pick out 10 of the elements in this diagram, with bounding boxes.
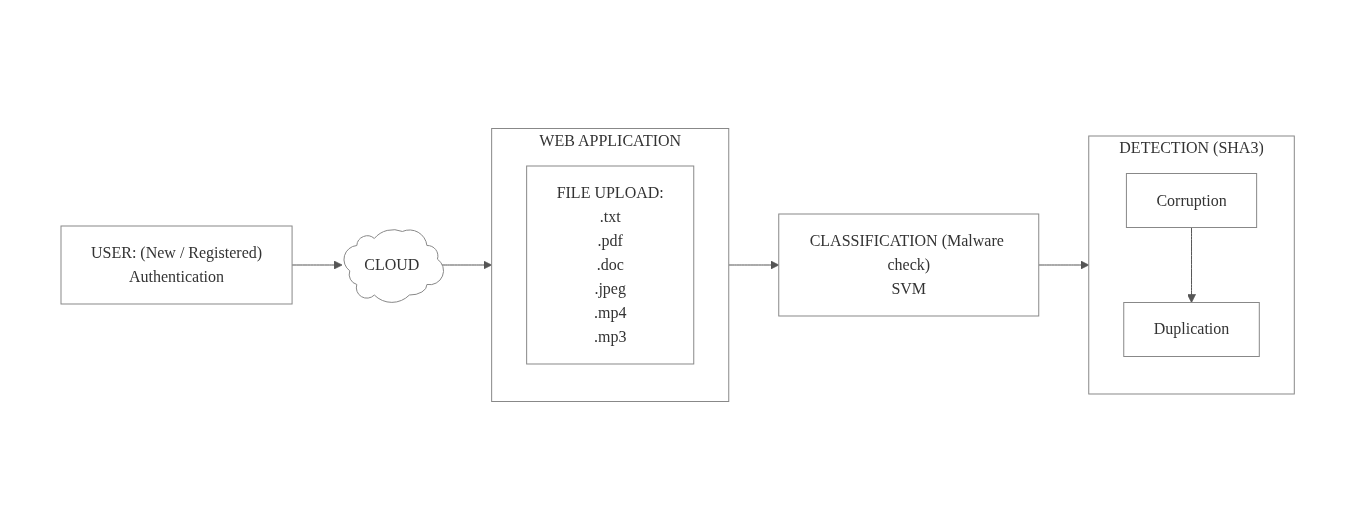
node-box: CLASSIFICATION (Malware check) SVM bbox=[778, 213, 1040, 317]
node-box: USER: (New / Registered) Authentication bbox=[60, 225, 293, 305]
arrow bbox=[1038, 260, 1089, 270]
arrow bbox=[441, 260, 492, 270]
node-box: Corruption bbox=[1125, 173, 1257, 228]
arrow bbox=[1186, 227, 1196, 303]
arrow bbox=[291, 260, 343, 270]
arrow bbox=[728, 260, 779, 270]
node-box: Duplication bbox=[1123, 302, 1260, 357]
node-box: FILE UPLOAD: .txt .pdf .doc .jpeg .mp4 .mp3 bbox=[526, 165, 695, 365]
